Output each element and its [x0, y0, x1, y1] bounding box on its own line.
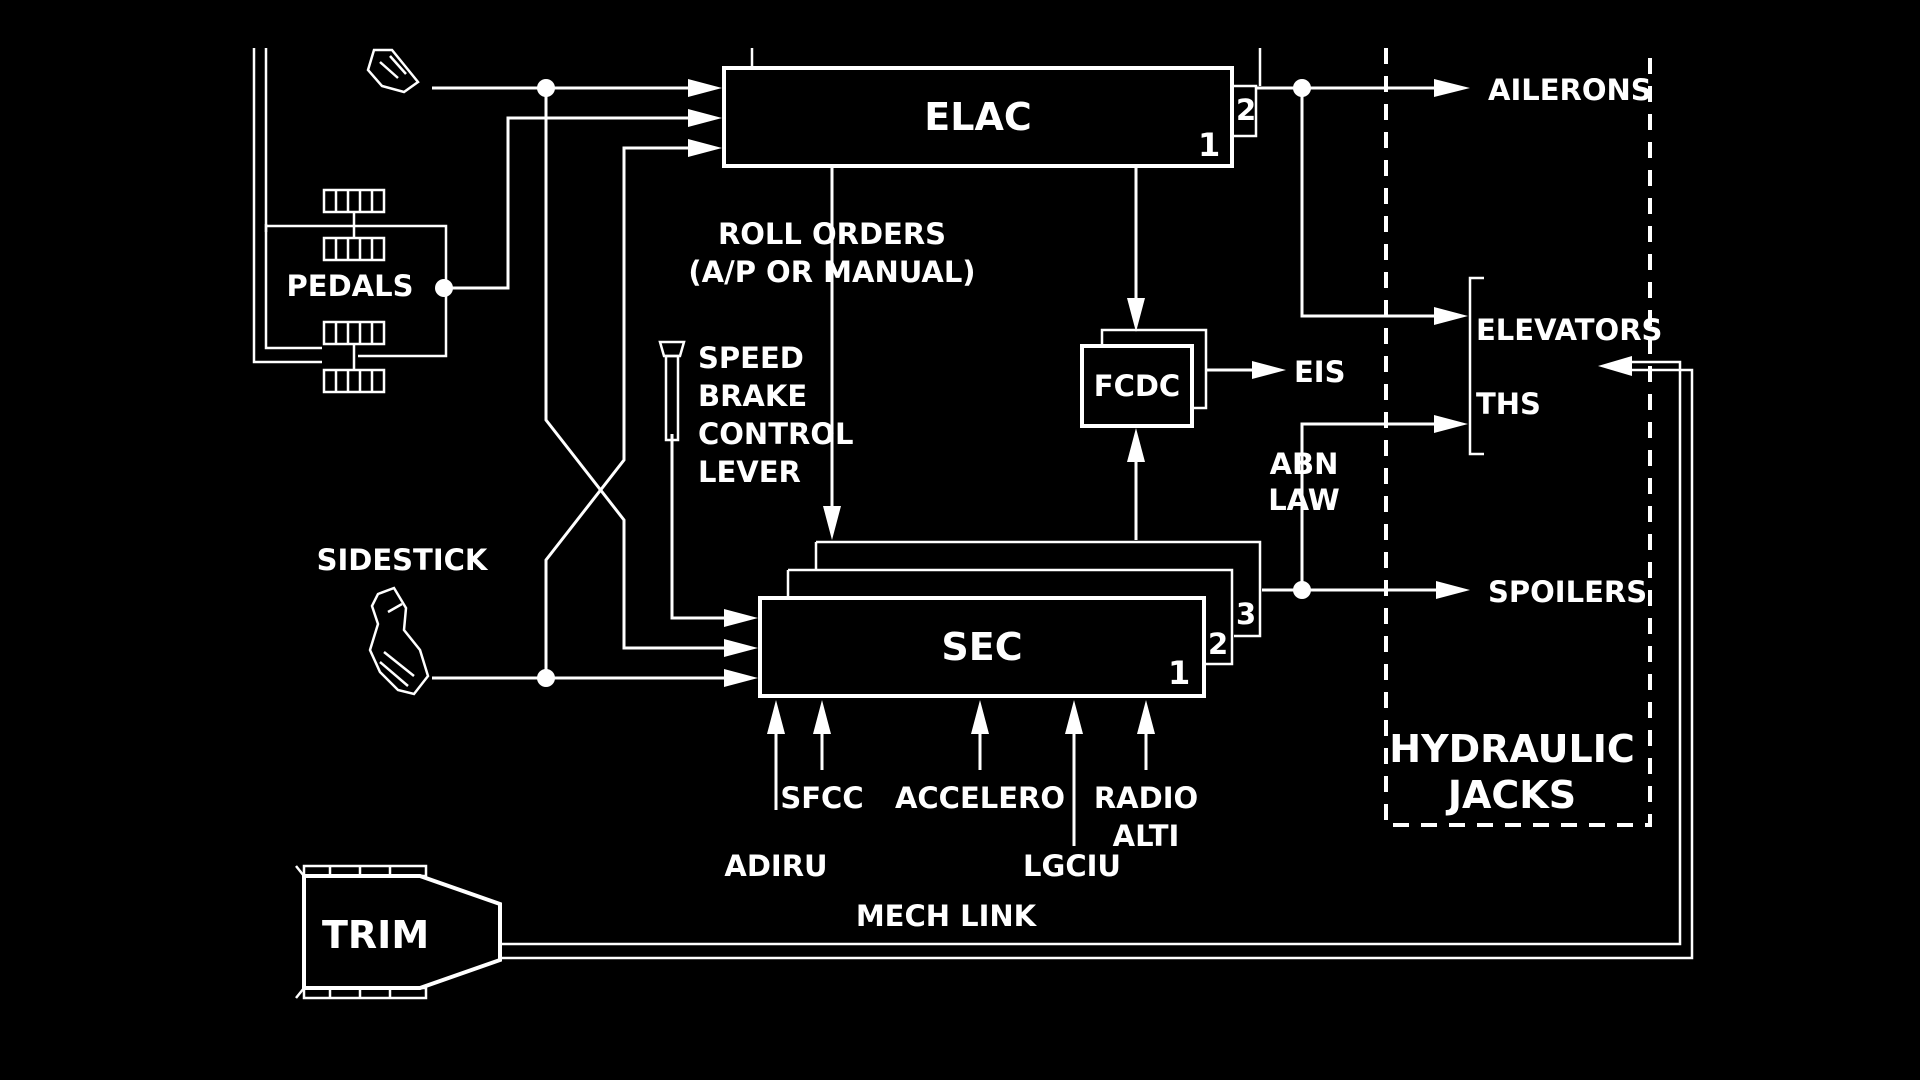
ths-label: THS	[1476, 387, 1541, 421]
speed-brake-lever-icon	[658, 340, 686, 442]
eis-label: EIS	[1294, 355, 1346, 389]
sec-number-2: 2	[1208, 627, 1228, 661]
brake-label: BRAKE	[698, 379, 807, 413]
radio-label: RADIO	[1094, 781, 1198, 815]
alti-label: ALTI	[1113, 819, 1180, 853]
mech-link	[500, 356, 1694, 960]
elac-block: ELAC 1 2	[722, 48, 1262, 168]
law-label: LAW	[1268, 483, 1340, 517]
elac-label: ELAC	[924, 95, 1031, 139]
elac-stack-2	[1232, 84, 1258, 138]
sidestick-icon	[366, 48, 430, 696]
elac-number-1: 1	[1198, 126, 1220, 164]
sidestick-label: SIDESTICK	[317, 543, 489, 577]
sec-label: SEC	[941, 625, 1022, 669]
hydraulic-label: HYDRAULIC	[1389, 727, 1634, 771]
spoilers-label: SPOILERS	[1488, 575, 1647, 609]
sec-sensor-inputs	[767, 700, 1155, 846]
lgciu-label: LGCIU	[1023, 849, 1121, 883]
lever-label: LEVER	[698, 455, 801, 489]
sec-number-3: 3	[1236, 597, 1256, 631]
jacks-label: JACKS	[1445, 773, 1576, 817]
hydraulic-jacks-enclosure	[1384, 48, 1652, 827]
accelero-label: ACCELERO	[895, 781, 1065, 815]
fcdc-box	[1080, 344, 1194, 428]
abn-label: ABN	[1270, 447, 1339, 481]
adiru-label: ADIRU	[724, 849, 827, 883]
sec-number-1: 1	[1168, 654, 1190, 692]
elac-outputs	[1256, 79, 1470, 325]
ailerons-label: AILERONS	[1488, 73, 1652, 107]
pedals-label: PEDALS	[287, 269, 414, 303]
mech-link-label: MECH LINK	[856, 899, 1038, 933]
sec-stack-2	[788, 568, 1234, 666]
elac-box	[722, 66, 1234, 168]
trim-wheel-icon	[295, 864, 502, 1000]
elevators-ths-bracket	[1468, 276, 1484, 456]
elac-number-2: 2	[1236, 93, 1256, 127]
speed-label: SPEED	[698, 341, 804, 375]
fcdc-label: FCDC	[1094, 369, 1180, 403]
roll-orders-label-line2: (A/P OR MANUAL)	[688, 255, 975, 289]
fcdc-block: FCDC	[1080, 328, 1208, 428]
roll-orders-label-line1: ROLL ORDERS	[718, 217, 946, 251]
sec-block: SEC 1 2 3	[758, 540, 1262, 698]
sec-box	[758, 596, 1206, 698]
roll-orders-link	[823, 168, 841, 540]
pedals-assembly: PEDALS	[252, 48, 448, 394]
trim-label: TRIM	[322, 913, 429, 957]
pedals-icon	[322, 188, 386, 394]
fcdc-stack-2	[1100, 328, 1208, 410]
sec-stack-3	[816, 540, 1262, 638]
input-wiring	[432, 79, 758, 687]
control-label: CONTROL	[698, 417, 853, 451]
sfcc-label: SFCC	[780, 781, 863, 815]
sec-outputs	[1262, 415, 1470, 599]
elevators-label: ELEVATORS	[1476, 313, 1662, 347]
